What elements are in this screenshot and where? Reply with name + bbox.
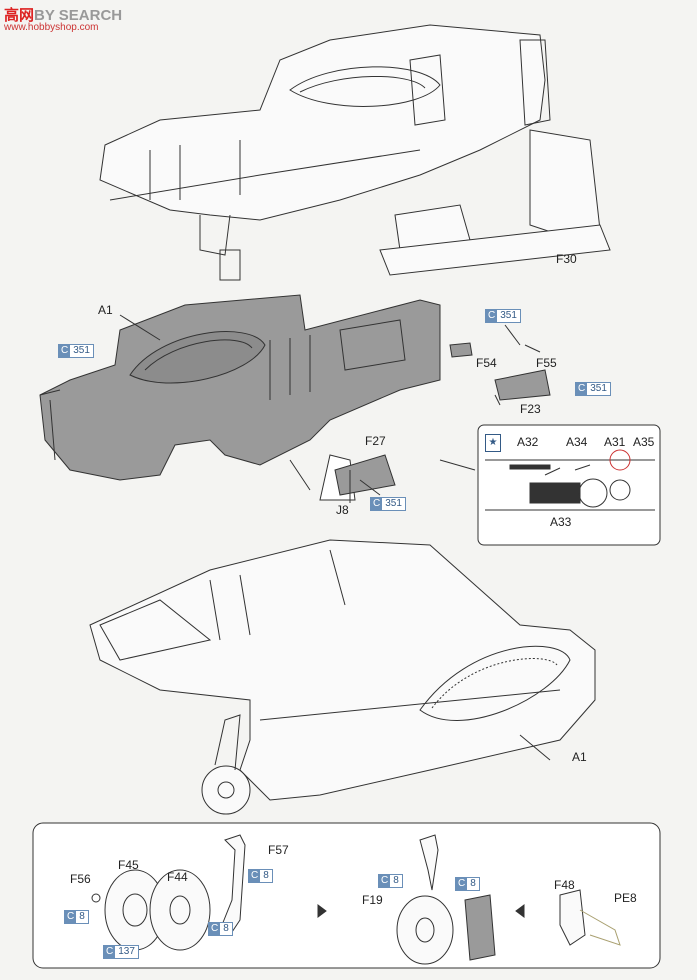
part-label-f30: F30 — [556, 252, 577, 266]
watermark-site: www.hobbyshop.com — [4, 22, 99, 33]
gear-left-drawing — [91, 834, 246, 951]
decal-icon: ★ — [485, 434, 501, 452]
part-label-f19: F19 — [362, 893, 383, 907]
part-label-pe8: PE8 — [614, 891, 637, 905]
part-label-f45: F45 — [118, 858, 139, 872]
part-label-f27: F27 — [365, 434, 386, 448]
part-label-j8: J8 — [336, 503, 349, 517]
part-label-f23: F23 — [520, 402, 541, 416]
part-label-a34: A34 — [566, 435, 588, 449]
part-label-a1-bottom: A1 — [572, 750, 587, 764]
part-label-f54: F54 — [476, 356, 497, 370]
watermark-brand: 高网BY SEARCH — [4, 7, 123, 24]
part-label-f44: F44 — [167, 870, 188, 884]
part-label-a1: A1 — [98, 303, 113, 317]
gear-mid-drawing — [396, 834, 496, 965]
fuselage-top-drawing — [99, 24, 611, 281]
part-label-a33: A33 — [550, 515, 572, 529]
fuselage-bottom-drawing — [89, 539, 596, 815]
part-label-f57: F57 — [268, 843, 289, 857]
part-label-f56: F56 — [70, 872, 91, 886]
gear-right-drawing — [559, 889, 621, 946]
part-label-a35: A35 — [633, 435, 655, 449]
part-label-f48: F48 — [554, 878, 575, 892]
part-label-a32: A32 — [517, 435, 539, 449]
part-label-f55: F55 — [536, 356, 557, 370]
part-label-a31: A31 — [604, 435, 626, 449]
